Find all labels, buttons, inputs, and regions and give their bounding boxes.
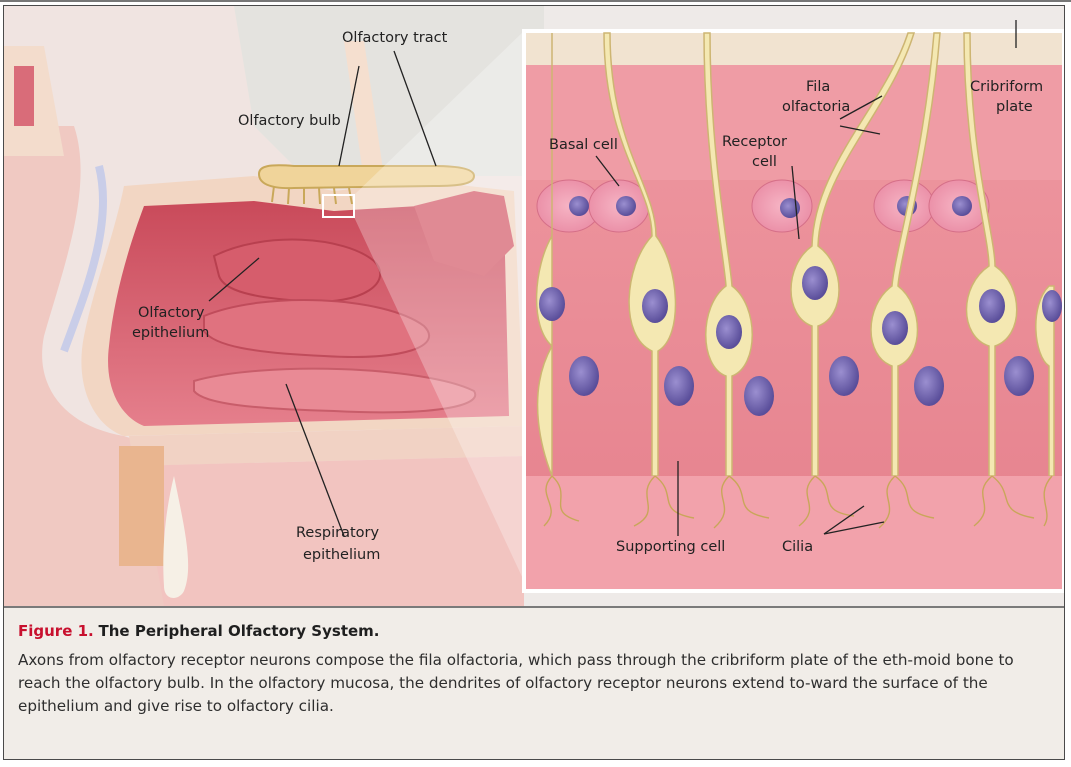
- label-cilia: Cilia: [782, 539, 813, 555]
- label-supporting-cell: Supporting cell: [616, 539, 725, 555]
- basal-cells: [537, 180, 989, 232]
- caption-body: Axons from olfactory receptor neurons co…: [18, 649, 1050, 718]
- magnified-inset: [524, 31, 1064, 591]
- label-basal-cell: Basal cell: [549, 137, 618, 153]
- maxilla-bone: [119, 446, 164, 566]
- label-respiratory-epithelium-line2: epithelium: [303, 547, 380, 563]
- label-cribriform-plate-line1: Cribriform: [970, 79, 1043, 95]
- frontal-sinus: [14, 66, 34, 126]
- figure-number: Figure 1.: [18, 622, 94, 640]
- illustration: Olfactory tract Olfactory bulb Olfactory…: [4, 6, 1064, 606]
- figure-caption: Figure 1. The Peripheral Olfactory Syste…: [18, 621, 1050, 718]
- label-cribriform-plate-line2: plate: [996, 99, 1033, 115]
- label-fila-olfactoria-line2: olfactoria: [782, 99, 850, 115]
- mucus-layer: [526, 476, 1062, 589]
- figure-title: The Peripheral Olfactory System.: [99, 622, 380, 640]
- caption-heading: Figure 1. The Peripheral Olfactory Syste…: [18, 621, 1050, 641]
- figure-frame: Olfactory tract Olfactory bulb Olfactory…: [3, 5, 1065, 760]
- caption-divider: [4, 606, 1064, 608]
- label-receptor-cell-line1: Receptor: [722, 134, 787, 150]
- label-olfactory-epithelium-line1: Olfactory: [138, 305, 205, 321]
- label-olfactory-bulb: Olfactory bulb: [238, 113, 341, 129]
- label-olfactory-tract: Olfactory tract: [342, 30, 448, 46]
- top-rule: [0, 0, 1071, 2]
- label-receptor-cell-line2: cell: [752, 154, 777, 170]
- label-fila-olfactoria-line1: Fila: [806, 79, 830, 95]
- olfactory-system-illustration: Olfactory tract Olfactory bulb Olfactory…: [4, 6, 1064, 606]
- label-respiratory-epithelium-line1: Respiratory: [296, 525, 379, 541]
- label-olfactory-epithelium-line2: epithelium: [132, 325, 209, 341]
